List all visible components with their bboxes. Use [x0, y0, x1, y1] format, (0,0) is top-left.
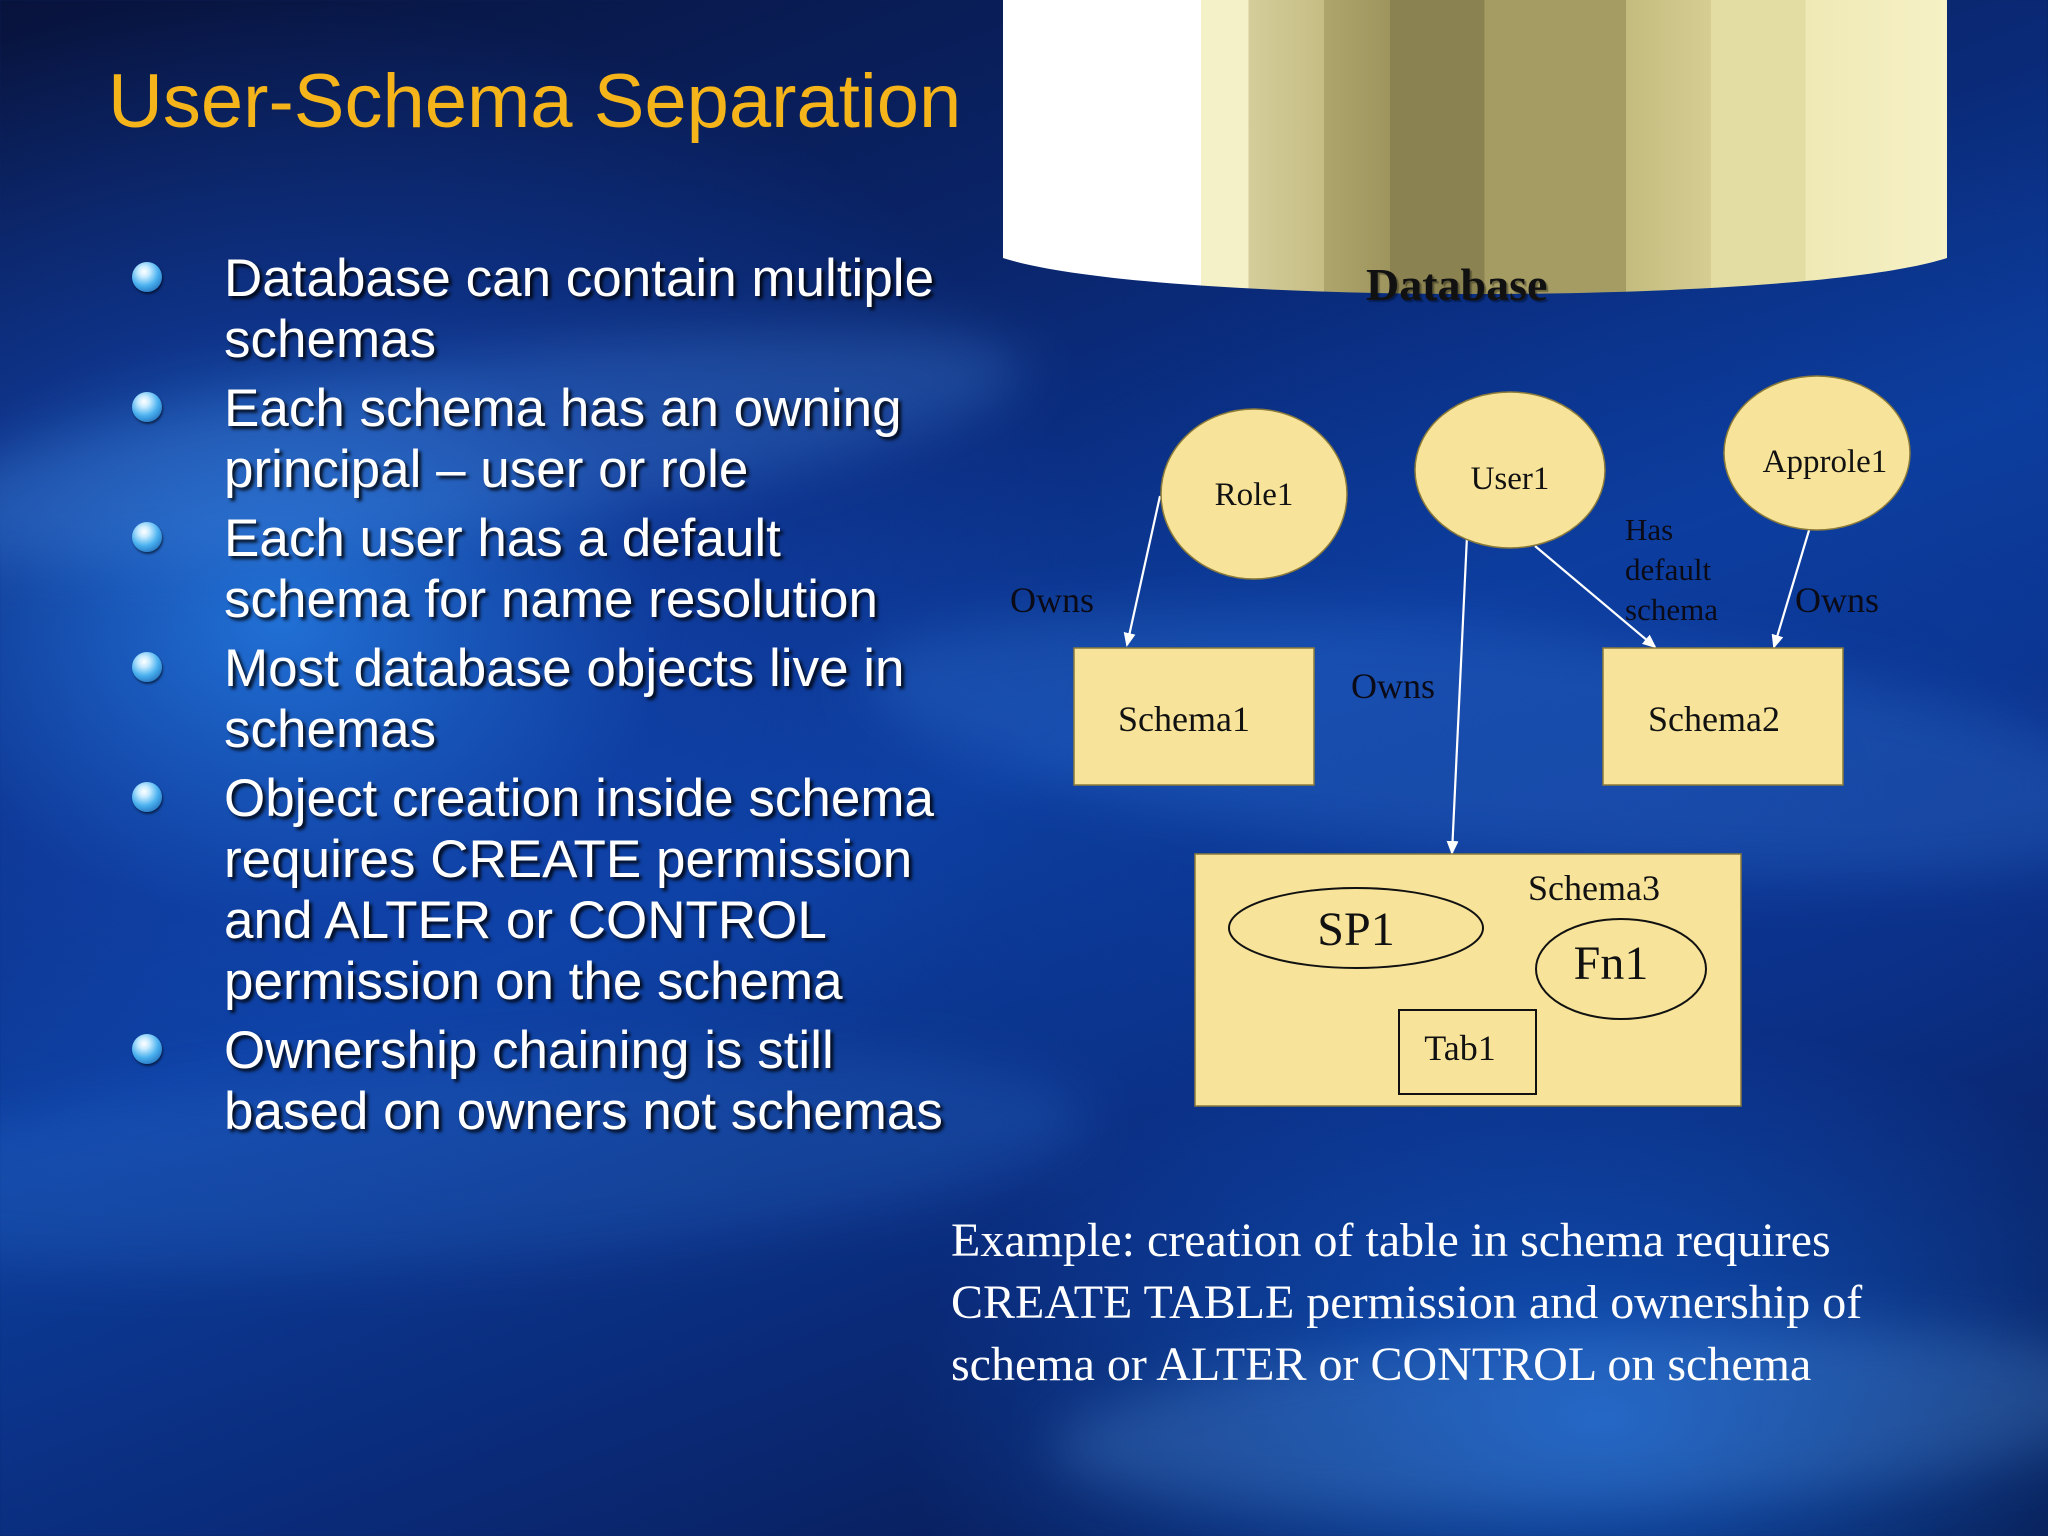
approle1-label: Approle1 [1763, 444, 1888, 480]
role1-label: Role1 [1215, 477, 1294, 513]
schema2-node [1602, 647, 1844, 786]
sp1-label: SP1 [1317, 903, 1394, 956]
bullet-item: Object creation inside schema requires C… [132, 768, 950, 1012]
bullet-item: Ownership chaining is still based on own… [132, 1020, 950, 1142]
bullet-item: Most database objects live in schemas [132, 638, 950, 760]
role1-owns-schema1-arrow [1123, 495, 1162, 647]
bullet-text: Each user has a default schema for name … [224, 509, 878, 629]
bullet-text: Object creation inside schema requires C… [224, 769, 934, 1011]
approle1-owns-schema2-arrow [1771, 526, 1812, 649]
fn1-node [1535, 918, 1707, 1020]
role1-node [1160, 408, 1348, 580]
user1-label: User1 [1471, 461, 1550, 497]
has-default-schema-label: Has default schema [1625, 512, 1719, 627]
bullet-icon [132, 392, 162, 422]
bullet-icon [132, 262, 162, 292]
schema1-node [1073, 647, 1315, 786]
bullet-text: Each schema has an owning principal – us… [224, 379, 902, 499]
approle1-owns-label: Owns [1795, 580, 1879, 620]
approle1-node [1723, 375, 1911, 531]
tab1-label: Tab1 [1424, 1028, 1495, 1068]
bullet-item: Database can contain multiple schemas [132, 248, 950, 370]
bullet-text: Ownership chaining is still based on own… [224, 1021, 943, 1141]
bullet-item: Each user has a default schema for name … [132, 508, 950, 630]
bullet-list: Database can contain multiple schemas Ea… [132, 248, 950, 1150]
bullet-icon [132, 652, 162, 682]
slide-title: User-Schema Separation [108, 59, 962, 144]
bullet-text: Most database objects live in schemas [224, 639, 905, 759]
user1-node [1414, 391, 1606, 549]
example-caption: Example: creation of table in schema req… [951, 1214, 1863, 1391]
role1-owns-label: Owns [1010, 580, 1094, 620]
sp1-node [1228, 887, 1484, 969]
bullet-text: Database can contain multiple schemas [224, 249, 935, 369]
tab1-node [1398, 1009, 1537, 1095]
schema3-label: Schema3 [1528, 868, 1660, 908]
bullet-item: Each schema has an owning principal – us… [132, 378, 950, 500]
database-label: Database [1366, 259, 1548, 310]
schema2-label: Schema2 [1648, 699, 1780, 739]
user1-owns-label: Owns [1351, 666, 1435, 706]
schema1-label: Schema1 [1118, 699, 1250, 739]
bullet-icon [132, 782, 162, 812]
database-cylinder [1003, 0, 1947, 294]
bullet-icon [132, 522, 162, 552]
fn1-label: Fn1 [1574, 937, 1649, 990]
user1-owns-schema3-arrow [1446, 535, 1469, 855]
bullet-icon [132, 1034, 162, 1064]
user1-default-schema2-arrow [1534, 545, 1657, 649]
